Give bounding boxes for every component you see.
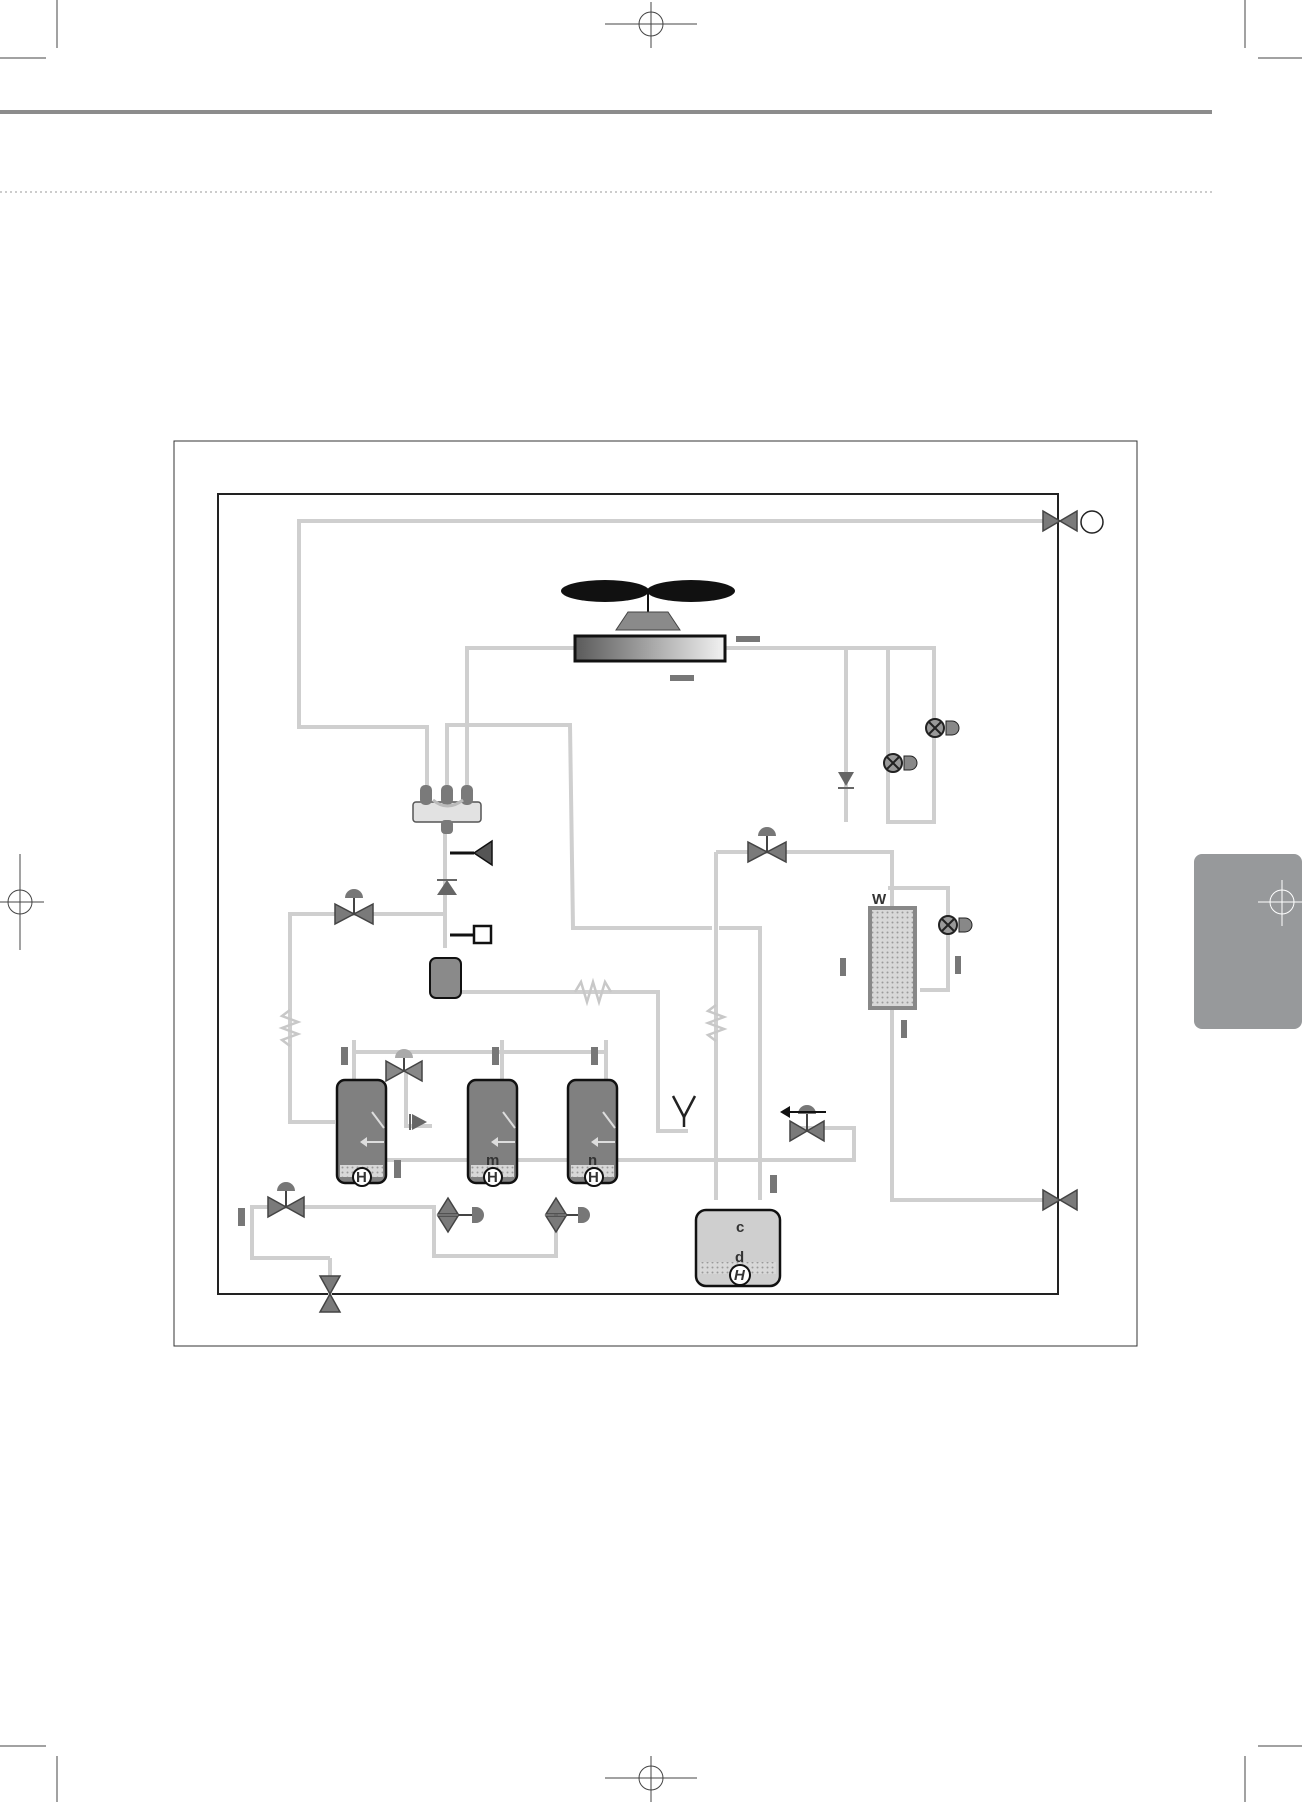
service-valve-icon bbox=[1043, 511, 1103, 533]
solenoid-valve-icon bbox=[268, 1182, 304, 1217]
receiver-bottom-label: d bbox=[735, 1249, 744, 1266]
sensor-icon bbox=[394, 1160, 401, 1178]
check-valve-icon bbox=[437, 880, 457, 895]
registration-mark-icon bbox=[0, 854, 44, 950]
compressor-2-label: m bbox=[486, 1152, 499, 1169]
service-valve-icon bbox=[1043, 1190, 1077, 1210]
heater-label: H bbox=[487, 1169, 498, 1186]
heat-exchanger: W bbox=[870, 891, 915, 1008]
sensor-icon bbox=[901, 1020, 907, 1038]
compressor-1: H bbox=[337, 1080, 386, 1186]
solenoid-valve-icon bbox=[748, 827, 786, 862]
sensor-icon bbox=[955, 956, 961, 974]
receiver-top-label: c bbox=[736, 1219, 744, 1236]
four-way-valve bbox=[413, 785, 481, 834]
motorised-valve-icon bbox=[780, 1105, 826, 1141]
condenser-coil bbox=[575, 636, 725, 661]
sensor-icon bbox=[238, 1208, 245, 1226]
check-valve-icon bbox=[838, 772, 854, 788]
heat-exchanger-label: W bbox=[872, 891, 887, 908]
expansion-valve-icon bbox=[926, 719, 959, 737]
header-rule bbox=[0, 110, 1212, 114]
accumulator bbox=[430, 958, 461, 998]
sensor-icon bbox=[492, 1047, 499, 1065]
registration-mark-icon bbox=[605, 1756, 697, 1802]
pressure-switch-icon bbox=[450, 841, 492, 865]
sensor-icon bbox=[770, 1175, 777, 1193]
outer-frame bbox=[174, 441, 1137, 1346]
compressor-3-label: n bbox=[588, 1152, 597, 1169]
solenoid-valve-icon bbox=[438, 1198, 484, 1232]
solenoid-valve-icon bbox=[546, 1198, 590, 1232]
heater-label: H bbox=[588, 1169, 599, 1186]
expansion-valve-icon bbox=[884, 754, 917, 772]
pressure-sensor-icon bbox=[450, 926, 491, 943]
heater-label: H bbox=[356, 1169, 367, 1186]
receiver-tank: c d H bbox=[696, 1210, 780, 1286]
sensor-icon bbox=[341, 1047, 348, 1065]
sensor-icon bbox=[736, 636, 760, 642]
fan-icon bbox=[561, 580, 735, 630]
sensor-icon bbox=[670, 675, 694, 681]
oil-separator-icon bbox=[673, 1096, 695, 1127]
sensor-icon bbox=[840, 958, 846, 976]
expansion-valve-icon bbox=[939, 916, 972, 934]
compressor-3: n H bbox=[568, 1080, 617, 1186]
sensor-icon bbox=[591, 1047, 598, 1065]
heater-label: H bbox=[734, 1267, 746, 1284]
solenoid-valve-icon bbox=[335, 889, 373, 924]
registration-mark-icon bbox=[605, 2, 697, 48]
compressor-2: m H bbox=[468, 1080, 517, 1186]
side-tab bbox=[1194, 854, 1302, 1029]
